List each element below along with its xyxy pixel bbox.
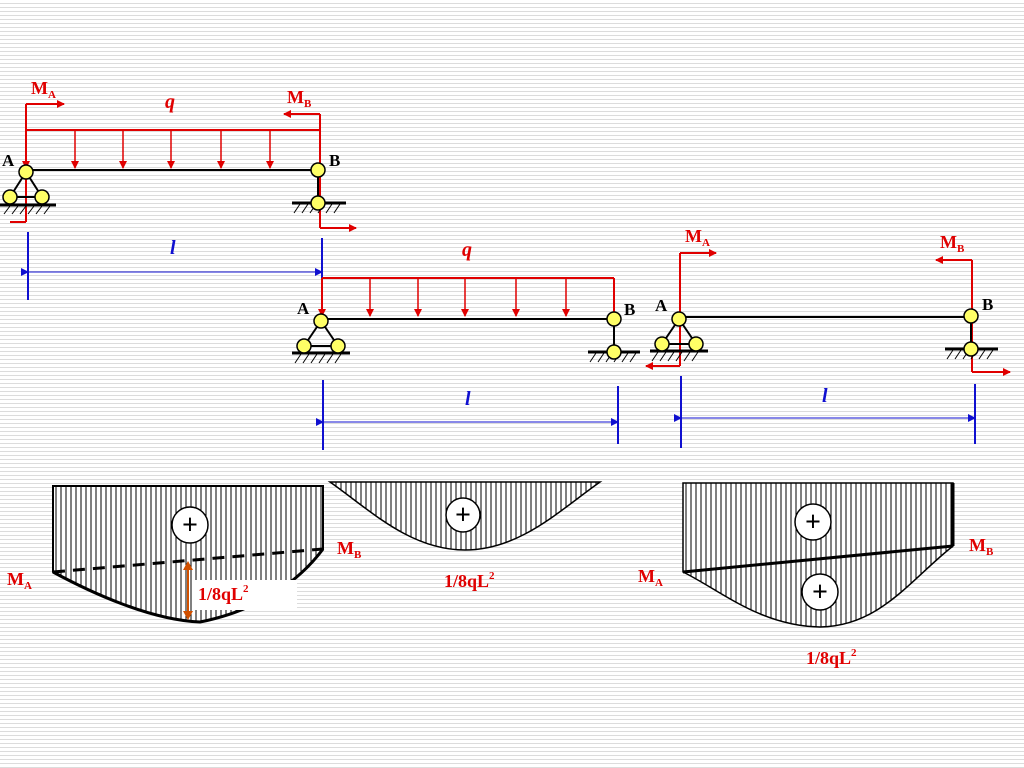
roller-support-b-3 [945, 308, 998, 360]
span-label-2: l [465, 388, 471, 410]
pin-support-a-2 [292, 313, 350, 364]
beam-2: A B q l [292, 239, 640, 450]
beam-1: A B q l MA MB [0, 78, 357, 300]
span-dimension-2 [316, 380, 619, 450]
plus-sign-2: + [455, 500, 471, 531]
plus-sign-3a: + [805, 507, 821, 538]
md3-moment-b-label: MB [969, 535, 994, 558]
pin-support-a-3 [650, 311, 708, 362]
moment-a-arrow-1 [25, 100, 65, 130]
load-label-1: q [165, 91, 175, 113]
moment-a-arrow-3 [645, 249, 717, 370]
plus-sign-circle-1 [171, 506, 209, 544]
distributed-load-1 [22, 129, 320, 169]
span-label-3: l [822, 385, 828, 407]
plus-sign-1: + [182, 510, 198, 541]
md3-value-label: 1/8qL2 [806, 647, 857, 668]
moment-b-label-1: MB [287, 87, 312, 110]
moment-diagram-1: + MA MB 1/8qL2 [7, 485, 362, 624]
beam-3: A B l MA MB [645, 226, 1011, 448]
moment-a-label-1: MA [31, 78, 56, 101]
plus-sign-circle-3a [794, 503, 832, 541]
distributed-load-2 [318, 277, 615, 317]
end-a-label-1: A [2, 151, 15, 170]
end-b-label-3: B [982, 295, 993, 314]
moment-diagram-3: + + MA MB 1/8qL2 [638, 482, 994, 668]
end-a-label-2: A [297, 299, 310, 318]
md1-value-label: 1/8qL2 [198, 583, 249, 604]
moment-a-label-3: MA [685, 226, 710, 249]
md1-moment-b-label: MB [337, 538, 362, 561]
moment-b-arrow-1 [283, 110, 321, 130]
moment-b-label-3: MB [940, 232, 965, 255]
md3-moment-a-label: MA [638, 566, 663, 589]
pin-support-a-1 [0, 164, 56, 215]
md2-value-label: 1/8qL2 [444, 570, 495, 591]
span-dimension-3 [674, 376, 976, 448]
end-b-label-2: B [624, 300, 635, 319]
end-a-label-3: A [655, 296, 668, 315]
plus-sign-circle-2 [445, 497, 481, 533]
load-label-2: q [462, 239, 472, 261]
moment-diagram-2: + 1/8qL2 [327, 481, 603, 591]
roller-support-b-1 [292, 162, 346, 214]
plus-sign-3b: + [812, 577, 828, 608]
span-label-1: l [170, 237, 176, 259]
end-b-label-1: B [329, 151, 340, 170]
md1-moment-a-label: MA [7, 569, 32, 592]
plus-sign-circle-3b [801, 573, 839, 611]
roller-support-b-2 [588, 311, 640, 363]
